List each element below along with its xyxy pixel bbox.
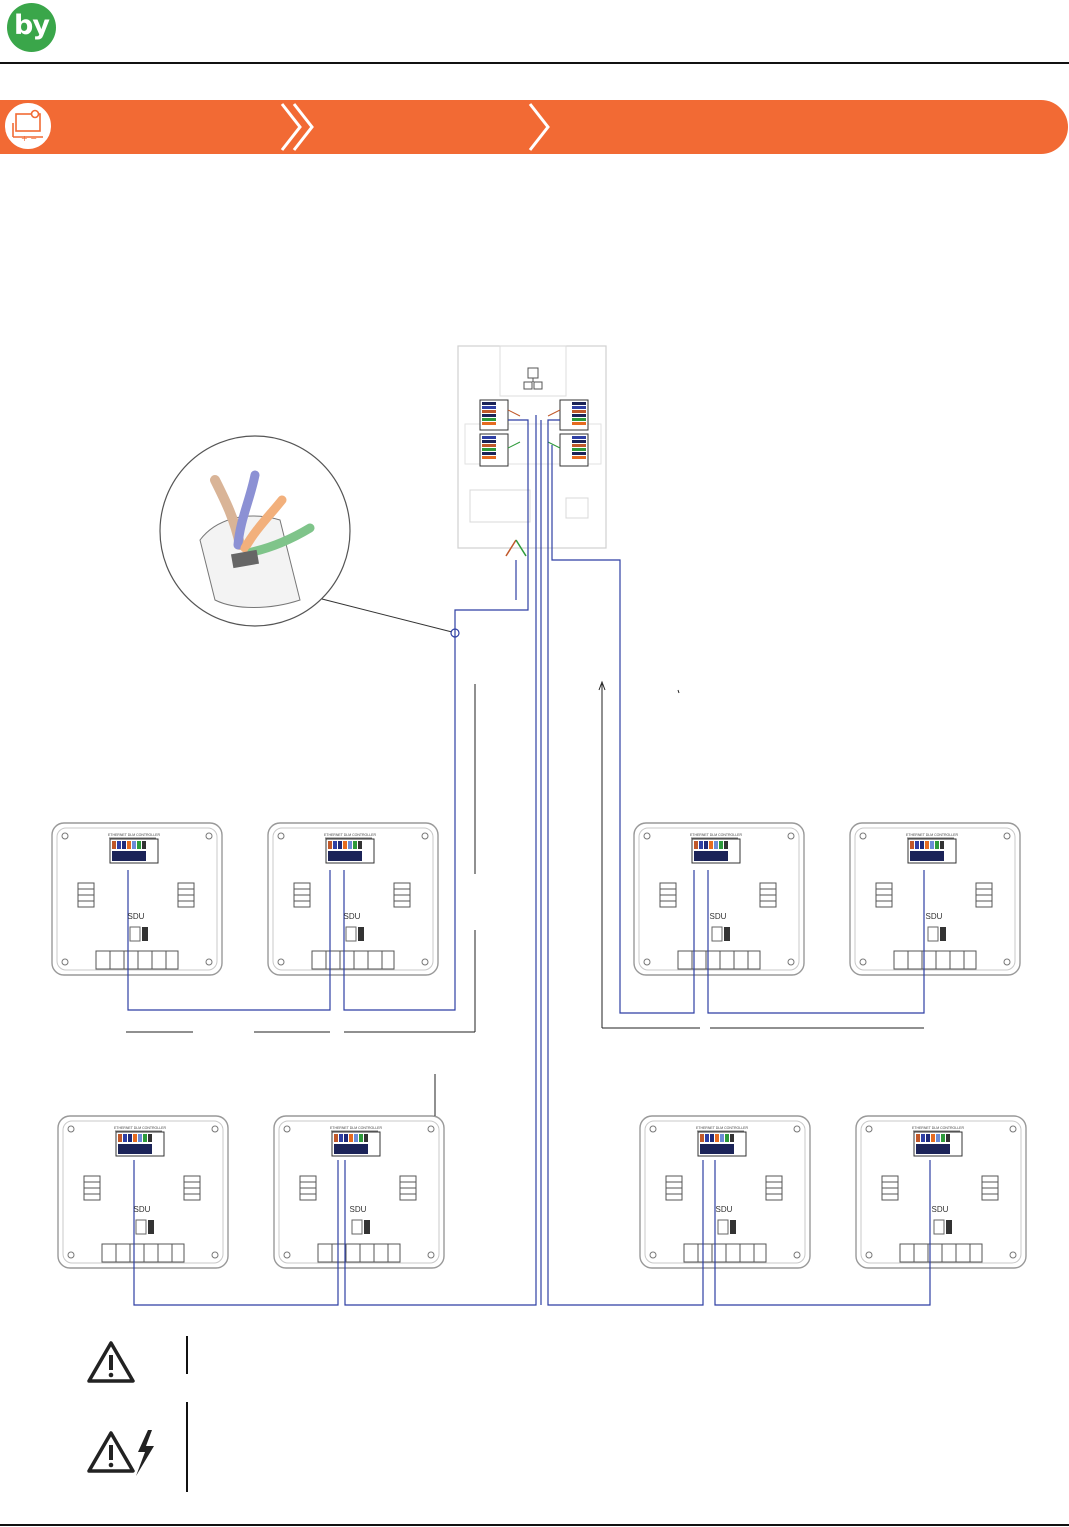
header-divider [0,62,1069,64]
sdu-controller-header: ETHERNET DLM CONTROLLER [114,1126,167,1130]
sdu-controller-header: ETHERNET DLM CONTROLLER [324,833,377,837]
sdu-unit [639,1115,811,1269]
sdu-unit [267,822,439,976]
svg-text:+ −: + − [21,134,37,143]
note-divider [186,1402,188,1492]
sdu-controller-header: ETHERNET DLM CONTROLLER [906,833,959,837]
sdu-unit [633,822,805,976]
sdu-unit [273,1115,445,1269]
sdu-unit [855,1115,1027,1269]
sdu-label: SDU [350,1205,367,1214]
sdu-label: SDU [134,1205,151,1214]
sdu-label: SDU [926,912,943,921]
sdu-controller-header: ETHERNET DLM CONTROLLER [696,1126,749,1130]
warning-triangle-icon [87,1341,135,1383]
sdu-unit [849,822,1021,976]
note-divider [186,1336,188,1374]
chevron-right-icon [528,103,550,151]
sdu-controller-header: ETHERNET DLM CONTROLLER [108,833,161,837]
battery-circuit-icon: + − [3,101,53,151]
sdu-label: SDU [716,1205,733,1214]
brand-logo: by [7,3,56,52]
hub-controller [457,345,607,557]
sdu-label: SDU [128,912,145,921]
dimension-lines [126,680,924,1116]
sdu-label: SDU [932,1205,949,1214]
sdu-unit [57,1115,229,1269]
sdu-label: SDU [710,912,727,921]
cable-detail-magnifier [159,435,460,638]
sdu-label: SDU [344,912,361,921]
sdu-controller-header: ETHERNET DLM CONTROLLER [690,833,743,837]
sdu-controller-header: ETHERNET DLM CONTROLLER [330,1126,383,1130]
sdu-controller-header: ETHERNET DLM CONTROLLER [912,1126,965,1130]
network-cables [127,415,931,1306]
electrical-hazard-icon [87,1430,154,1476]
footer-divider [0,1524,1069,1526]
sdu-unit [51,822,223,976]
chevron-right-icon [280,103,314,151]
